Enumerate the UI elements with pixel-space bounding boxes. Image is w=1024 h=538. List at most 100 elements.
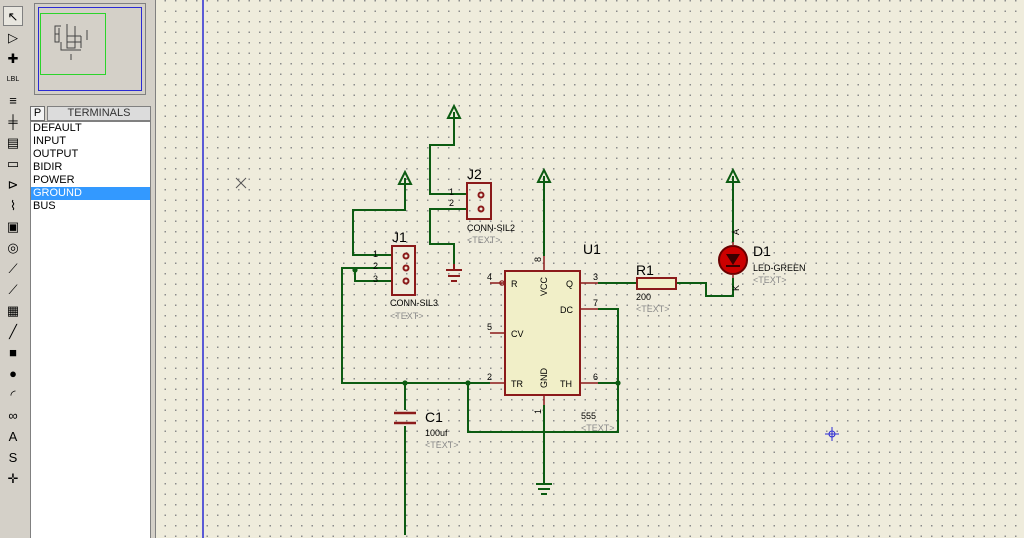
- u1-label-vcc: VCC: [539, 276, 549, 296]
- u1-label-tr: TR: [511, 379, 523, 389]
- terminals-mode-button[interactable]: ▭: [3, 153, 23, 173]
- terminal-item-output[interactable]: OUTPUT: [33, 148, 79, 160]
- d1-text: <TEXT>: [753, 275, 787, 285]
- symbol-mode-button[interactable]: S: [3, 447, 23, 467]
- wire-label-mode-button[interactable]: LBL: [3, 69, 23, 89]
- u1-label-th: TH: [560, 379, 572, 389]
- cursor-marker-icon: [825, 427, 839, 441]
- virtual-instruments-mode-button[interactable]: ▦: [3, 300, 23, 320]
- u1-text: <TEXT>: [581, 423, 615, 433]
- subcircuit-icon: ▤: [6, 134, 20, 150]
- u1-pin-5: 5: [487, 322, 492, 332]
- path-icon: ∞: [8, 407, 18, 423]
- junction-dot: [465, 380, 471, 386]
- bus-icon: ╪: [8, 113, 18, 129]
- power-terminal-d1[interactable]: [725, 167, 741, 184]
- junction-dot: [615, 380, 621, 386]
- j1-pin-1: 1: [373, 249, 378, 259]
- current-probe-icon: ⟋: [8, 281, 18, 297]
- j2-value: CONN-SIL2: [467, 223, 515, 233]
- wire-net[interactable]: [341, 122, 734, 535]
- u1-ref: U1: [583, 241, 601, 257]
- overview-thumbnail: [54, 24, 88, 60]
- u1-pin-4: 4: [487, 272, 492, 282]
- box-icon: ■: [9, 344, 17, 360]
- u1-value: 555: [581, 411, 596, 421]
- circle-mode-button[interactable]: ●: [3, 363, 23, 383]
- line-icon: ╱: [9, 323, 17, 339]
- u1-pin-7: 7: [593, 298, 598, 308]
- device-pins-mode-button[interactable]: ⊳: [3, 174, 23, 194]
- bus-mode-button[interactable]: ╪: [3, 111, 23, 131]
- pick-device-button[interactable]: P: [30, 106, 45, 121]
- component-d1[interactable]: A K D1 LED-GREEN <TEXT>: [718, 229, 806, 291]
- box-mode-button[interactable]: ■: [3, 342, 23, 362]
- terminal-item-input[interactable]: INPUT: [33, 135, 66, 147]
- overview-view-rectangle[interactable]: [40, 13, 106, 75]
- subcircuit-mode-button[interactable]: ▤: [3, 132, 23, 152]
- u1-label-gnd: GND: [539, 368, 549, 389]
- terminal-item-ground[interactable]: GROUND: [31, 187, 150, 200]
- d1-anode-label: A: [731, 229, 741, 235]
- terminal-item-bidir[interactable]: BIDIR: [33, 161, 63, 173]
- component-mode-button[interactable]: ▷: [3, 27, 23, 47]
- power-terminal-u1[interactable]: [536, 167, 552, 184]
- j1-text: <TEXT>: [390, 311, 424, 321]
- terminal-item-bus[interactable]: BUS: [33, 200, 56, 212]
- u1-pin-2: 2: [487, 372, 492, 382]
- u1-pin-1: 1: [533, 409, 543, 414]
- terminal-icon: ▭: [6, 155, 20, 171]
- circle-icon: ●: [9, 365, 17, 381]
- u1-pin-6: 6: [593, 372, 598, 382]
- junction-dot: [402, 380, 408, 386]
- text-script-mode-button[interactable]: ≡: [3, 90, 23, 110]
- selection-mode-button[interactable]: ↖: [3, 6, 23, 26]
- u1-label-r: R: [511, 279, 518, 289]
- j2-ref: J2: [467, 166, 482, 182]
- ground-terminal-j2[interactable]: [446, 264, 462, 282]
- cursor-arrow-icon: ↖: [7, 8, 19, 24]
- marker-mode-button[interactable]: ✛: [3, 468, 23, 488]
- line-mode-button[interactable]: ╱: [3, 321, 23, 341]
- schematic-drawing[interactable]: J1 1 2 3 CONN-SIL3 <TEXT> J2 1 2 CONN-SI…: [156, 0, 1024, 538]
- marker-icon: ✛: [7, 470, 19, 486]
- overview-window[interactable]: [34, 3, 146, 95]
- text-mode-button[interactable]: A: [3, 426, 23, 446]
- arc-mode-button[interactable]: ◜: [3, 384, 23, 404]
- component-j2[interactable]: J2 1 2 CONN-SIL2 <TEXT>: [449, 166, 515, 245]
- u1-label-cv: CV: [511, 329, 524, 339]
- d1-cathode-label: K: [731, 285, 741, 291]
- component-c1[interactable]: C1 100uf <TEXT>: [394, 409, 459, 450]
- terminal-item-default[interactable]: DEFAULT: [33, 122, 82, 134]
- tape-recorder-mode-button[interactable]: ▣: [3, 216, 23, 236]
- component-r1[interactable]: R1 200 <TEXT>: [636, 262, 677, 314]
- ground-terminal-u1[interactable]: [536, 483, 552, 495]
- generator-mode-button[interactable]: ◎: [3, 237, 23, 257]
- j2-pin-2: 2: [449, 198, 454, 208]
- instrument-icon: ▦: [6, 302, 20, 318]
- overview-sheet-border: [38, 7, 142, 91]
- power-terminal-j2[interactable]: [446, 103, 462, 122]
- arc-icon: ◜: [10, 386, 16, 402]
- c1-text: <TEXT>: [425, 440, 459, 450]
- junction-dot-mode-button[interactable]: ✚: [3, 48, 23, 68]
- power-terminal-j1[interactable]: [397, 169, 413, 192]
- terminal-item-power[interactable]: POWER: [33, 174, 75, 186]
- schematic-canvas[interactable]: J1 1 2 3 CONN-SIL3 <TEXT> J2 1 2 CONN-SI…: [155, 0, 1024, 538]
- u1-label-dc: DC: [560, 305, 573, 315]
- script-icon: ≡: [9, 92, 17, 108]
- voltage-probe-mode-button[interactable]: ⟋: [3, 258, 23, 278]
- j2-text: <TEXT>: [467, 235, 501, 245]
- current-probe-mode-button[interactable]: ⟋: [3, 279, 23, 299]
- path-mode-button[interactable]: ∞: [3, 405, 23, 425]
- graph-mode-button[interactable]: ⌇: [3, 195, 23, 215]
- j1-ref: J1: [392, 229, 407, 245]
- generator-icon: ◎: [7, 239, 19, 255]
- r1-value: 200: [636, 292, 651, 302]
- r1-text: <TEXT>: [636, 304, 670, 314]
- component-u1[interactable]: U1 R CV TR Q DC TH VCC GND 4 5 2 3 7 6 8…: [487, 241, 615, 433]
- component-j1[interactable]: J1 1 2 3 CONN-SIL3 <TEXT>: [373, 229, 438, 321]
